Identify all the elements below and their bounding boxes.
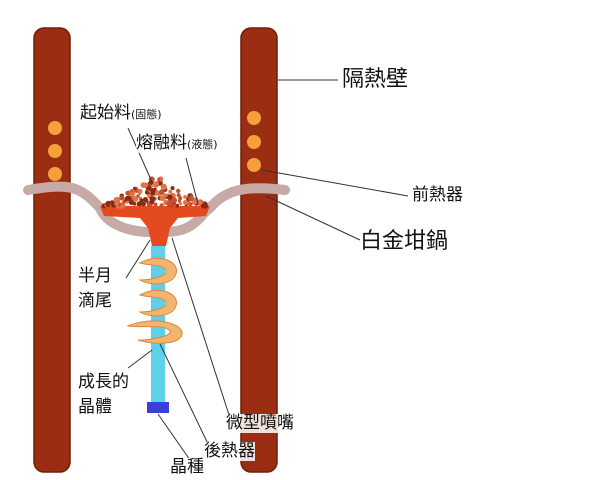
leader-lines: [125, 79, 409, 461]
label-meniscus: 半月 滴尾: [78, 264, 112, 314]
feed-granule: [167, 194, 173, 201]
label-afterheater: 後熱器: [204, 441, 255, 461]
leader-seed: [157, 413, 191, 461]
label-grown-crystal-line2: 晶體: [78, 396, 112, 417]
feed-granule: [192, 200, 197, 205]
label-feed-material-main: 起始料: [80, 103, 131, 123]
label-feed-material-state: (固態): [131, 108, 162, 121]
feed-granule: [188, 202, 193, 207]
feed-granule: [176, 188, 181, 194]
feed-granule: [132, 196, 139, 202]
leader-molten-material: [185, 157, 199, 205]
label-molten-material-main: 熔融料: [136, 133, 187, 153]
feed-granule: [168, 189, 173, 194]
label-meniscus-line2: 滴尾: [78, 290, 112, 311]
feed-granule: [137, 188, 143, 194]
label-molten-material: 熔融料(液態): [136, 134, 218, 153]
feed-granule: [113, 197, 120, 203]
leader-grown-crystal: [127, 349, 153, 369]
feed-granule: [125, 190, 130, 196]
feed-granule: [178, 201, 182, 206]
feed-granule: [133, 186, 137, 190]
label-platinum-crucible: 白金坩鍋: [360, 229, 449, 255]
feed-granule: [160, 183, 167, 190]
feed-granule: [132, 202, 137, 206]
label-meniscus-line1: 半月: [78, 266, 112, 286]
feed-granule: [171, 204, 176, 208]
feed-granule: [157, 177, 161, 181]
feed-granule: [166, 199, 173, 206]
molten-material: [100, 206, 210, 246]
leader-meniscus: [125, 239, 151, 279]
right-preheater-dots: [247, 111, 261, 172]
leader-feed-material: [127, 127, 153, 183]
feed-granule: [136, 194, 140, 198]
feed-granule: [142, 182, 148, 188]
feed-granule: [176, 193, 181, 198]
feed-granule: [153, 202, 158, 207]
feed-granule: [150, 188, 156, 194]
feed-granule: [183, 199, 189, 206]
feed-granule: [159, 203, 164, 208]
feed-granule: [159, 195, 166, 202]
feed-granule: [136, 201, 143, 207]
feed-granule: [148, 180, 154, 185]
left-insulation-wall: [33, 27, 71, 473]
left-preheater-dots: [48, 121, 62, 181]
label-grown-crystal-line1: 成長的: [78, 372, 129, 392]
label-micro-nozzle: 微型噴嘴: [226, 413, 294, 433]
seed-crystal: [147, 402, 169, 413]
feed-granule: [128, 197, 132, 201]
afterheater-coils: [126, 257, 183, 344]
feed-granule: [119, 195, 125, 201]
feed-granule: [158, 189, 165, 195]
label-molten-material-state: (液態): [187, 138, 218, 151]
leader-crucible: [265, 195, 361, 241]
feed-granule: [175, 203, 180, 208]
feed-granule: [183, 195, 188, 199]
leader-micro-nozzle: [171, 237, 231, 419]
feed-granule: [141, 201, 146, 207]
feed-granule: [189, 194, 194, 200]
feed-granule: [154, 181, 159, 186]
feed-granule: [177, 199, 181, 203]
feed-granule: [170, 186, 175, 190]
label-insulation-wall: 隔熱壁: [342, 67, 409, 93]
label-seed-crystal: 晶種: [170, 457, 204, 477]
feed-granule: [142, 197, 148, 202]
feed-granule: [202, 203, 209, 209]
feed-granule: [149, 196, 156, 202]
feed-granule: [178, 196, 183, 201]
feed-granule: [114, 201, 119, 207]
right-insulation-wall: [240, 27, 278, 473]
label-feed-material: 起始料(固態): [80, 104, 162, 123]
label-preheater: 前熱器: [412, 185, 463, 205]
label-grown-crystal: 成長的 晶體: [78, 370, 129, 420]
feed-granule: [130, 189, 134, 193]
leader-preheater: [261, 169, 409, 197]
leader-afterheater: [159, 343, 211, 449]
